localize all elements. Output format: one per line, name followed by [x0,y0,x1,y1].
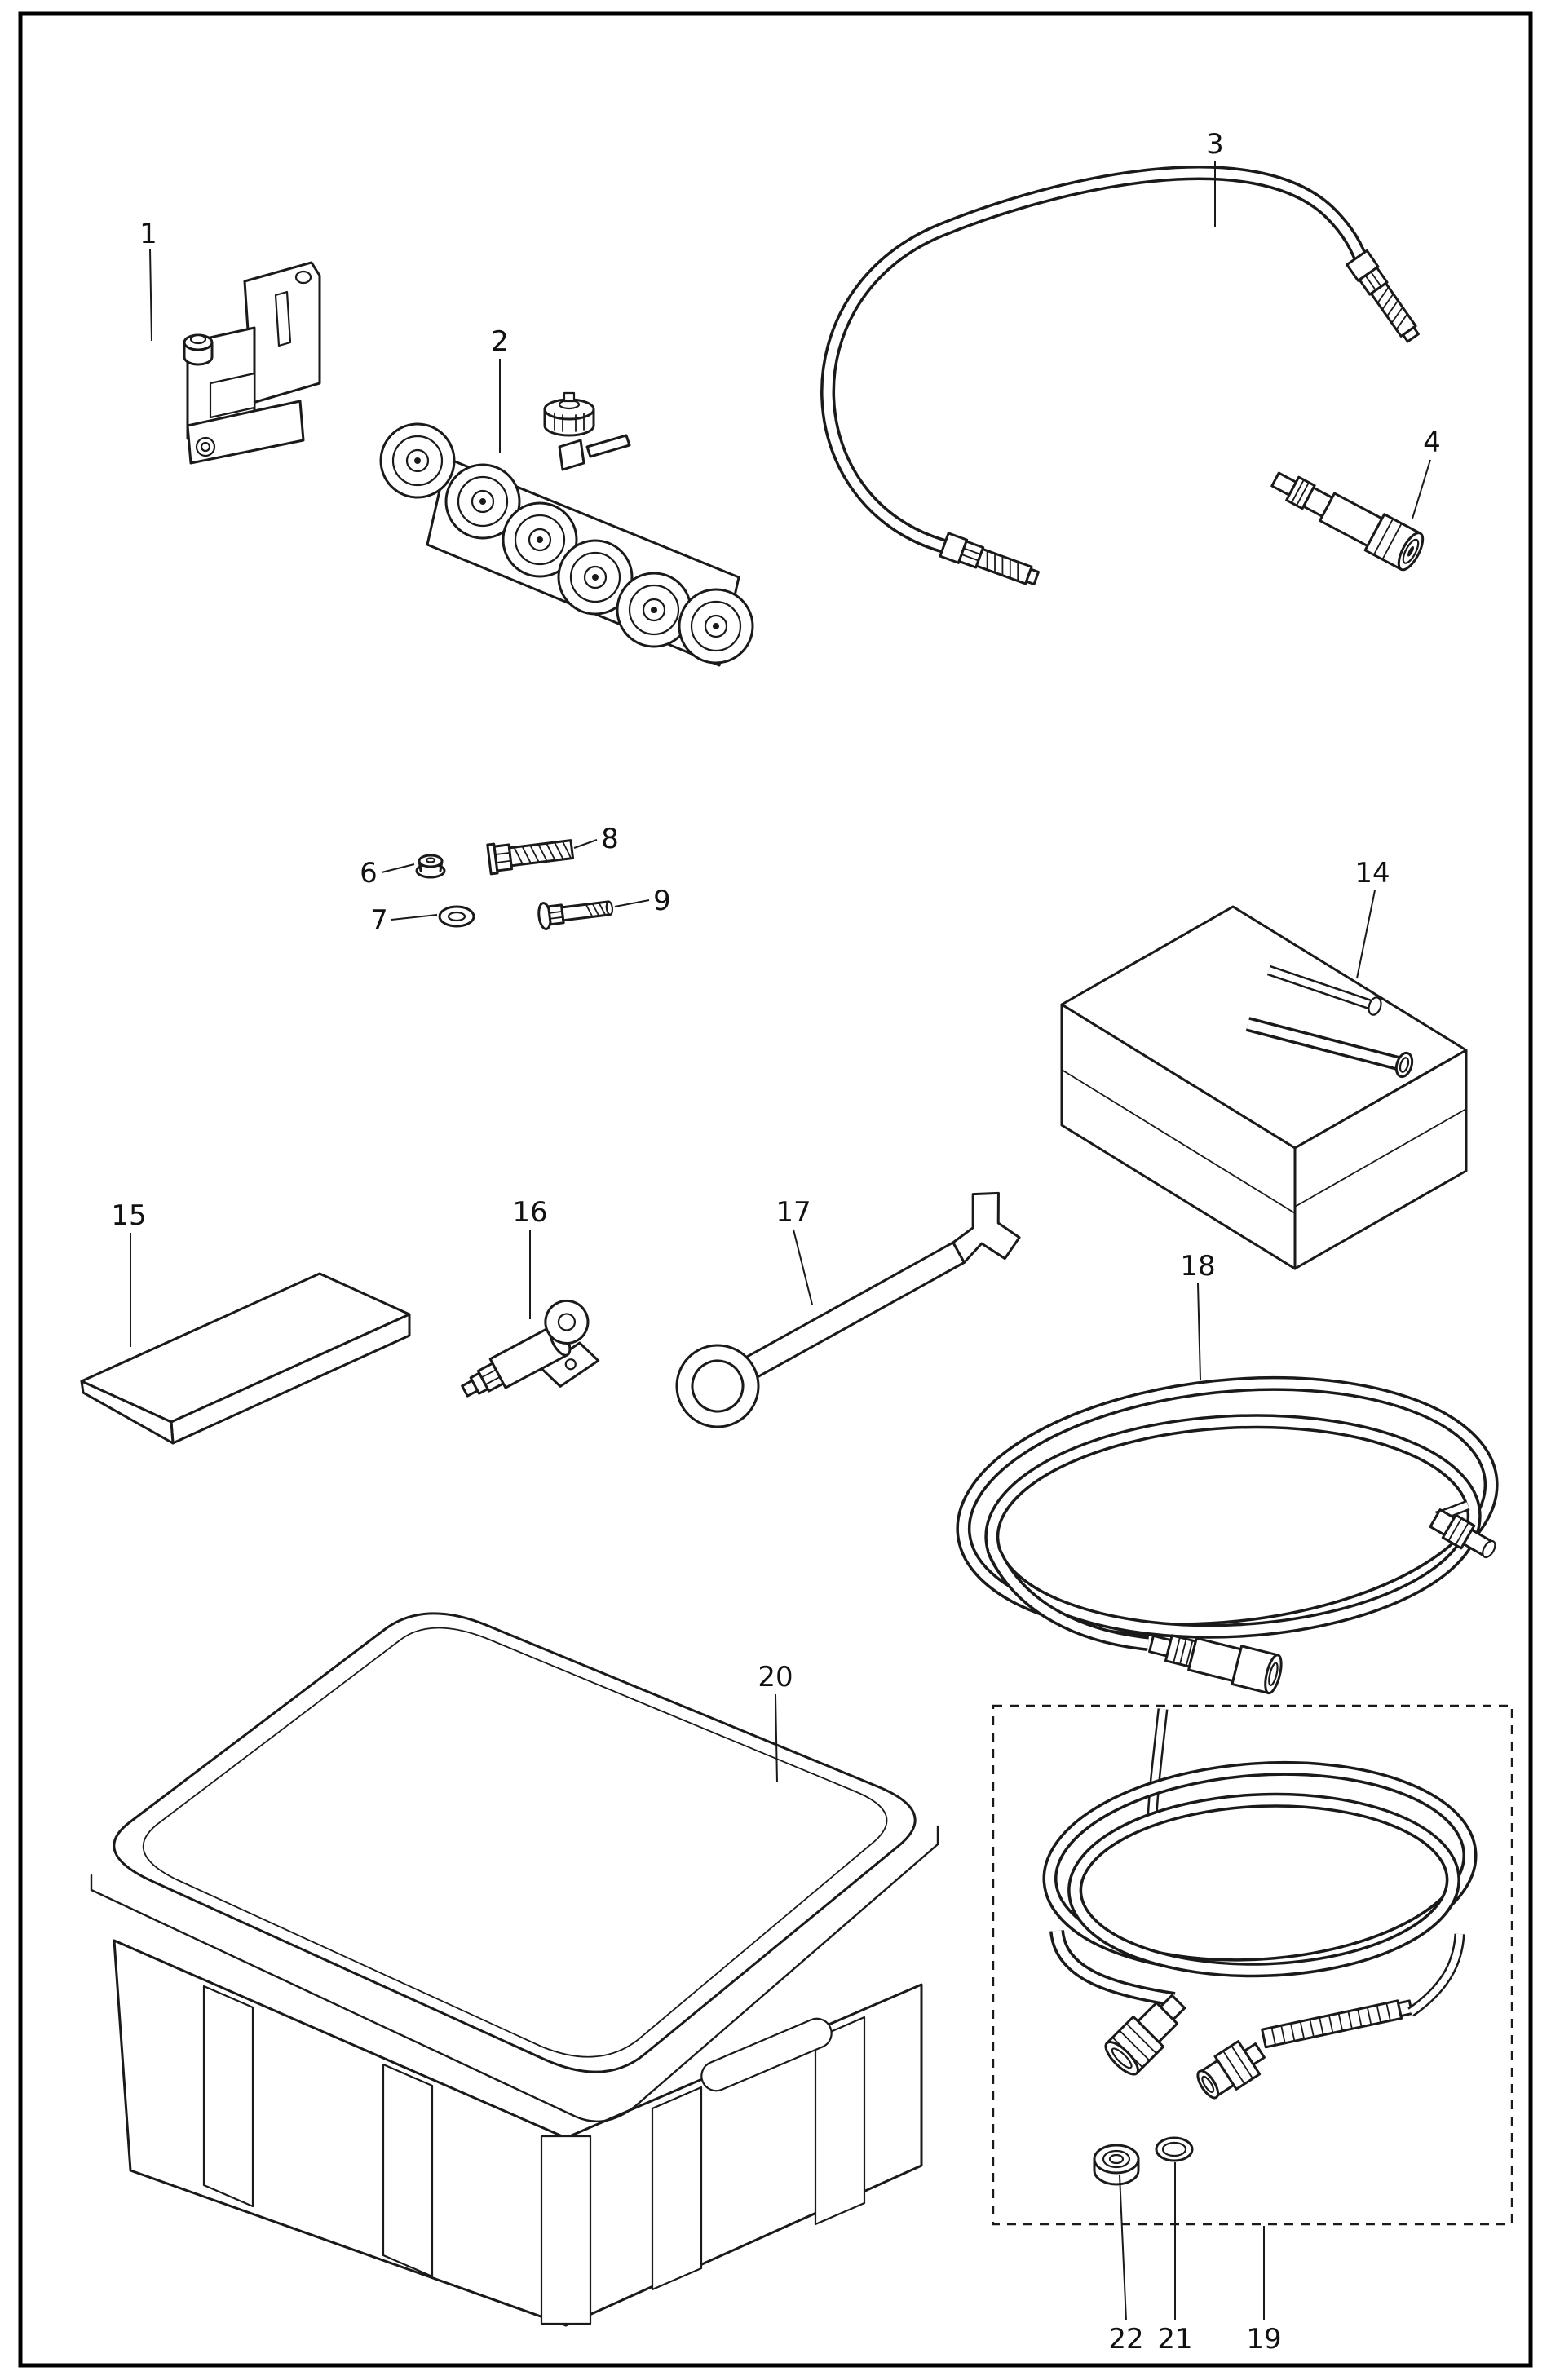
callout-label-16: 16 [512,1196,547,1229]
page-border [18,11,1533,2368]
part-1-bracket-assembly [183,261,321,465]
part-9-flange-bolt [537,900,614,930]
leader-line-14 [1356,890,1376,979]
callout-label-2: 2 [491,325,509,358]
part-21-o-ring [1155,2136,1194,2162]
callout-label-1: 1 [139,218,157,250]
leader-line-20 [775,1693,778,1783]
callout-label-20: 20 [758,1661,793,1693]
callout-label-6: 6 [360,857,378,890]
part-3-air-hose [820,166,1420,586]
callout-label-14: 14 [1354,857,1390,890]
part-15-wedge [80,1272,411,1445]
leader-line-6 [381,863,415,873]
callout-label-19: 19 [1246,2323,1281,2356]
part-16-fitting [461,1299,600,1398]
part-7-washer [438,905,475,928]
part-19-hose-kit [1042,1708,1478,2100]
part-6-flange-nut [415,854,446,879]
callout-label-22: 22 [1108,2323,1143,2356]
leader-line-4 [1412,459,1431,519]
leader-line-1 [149,249,152,342]
leader-line-8 [573,839,598,849]
callout-label-8: 8 [601,823,619,855]
part-22-cap-nut [1093,2144,1140,2186]
leader-line-9 [614,899,650,907]
leader-line-22 [1119,2175,1127,2321]
callout-label-18: 18 [1180,1250,1215,1283]
part-8-hex-bolt [486,839,575,876]
callout-label-7: 7 [370,904,388,937]
leader-line-17 [793,1229,813,1305]
callout-label-3: 3 [1206,128,1224,161]
callout-label-15: 15 [111,1199,146,1232]
callout-label-4: 4 [1423,426,1441,459]
part-20-carry-case [90,1612,939,2327]
leader-line-7 [391,914,438,921]
leader-line-18 [1197,1283,1201,1380]
callout-label-17: 17 [776,1196,811,1229]
part-18-hose-assembly [956,1375,1499,1695]
callout-label-21: 21 [1157,2323,1192,2356]
part-17-wrench [675,1191,1021,1428]
part-4-quick-coupler [1270,471,1425,572]
part-14-parts-box [1060,905,1468,1270]
part-2-roller-trolley [379,391,754,667]
callout-label-9: 9 [653,885,671,917]
part-19-boundary-box [992,1704,1513,2226]
